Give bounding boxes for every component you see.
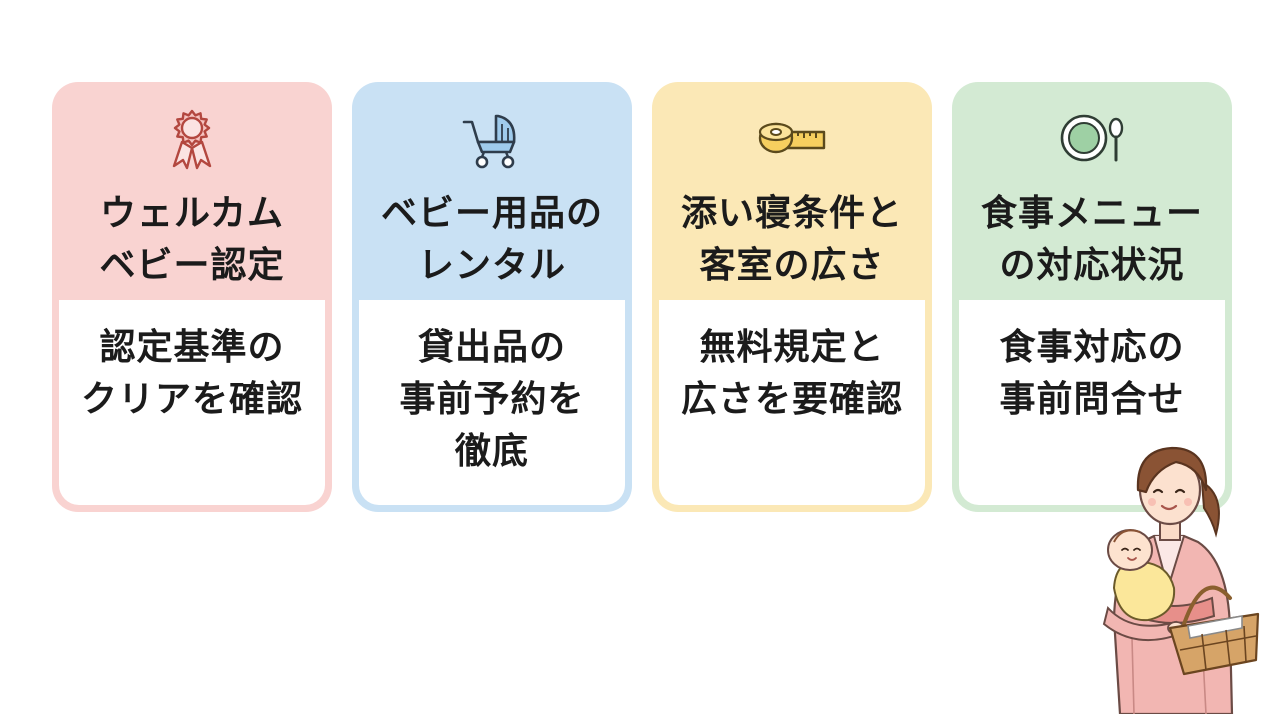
card-text: 無料規定と 広さを要確認 xyxy=(680,327,903,420)
card-welcome-baby: ウェルカム ベビー認定 認定基準の クリアを確認 xyxy=(52,82,332,512)
card-meal-menu: 食事メニュー の対応状況 食事対応の 事前問合せ xyxy=(952,82,1232,512)
card-header: 食事メニュー の対応状況 xyxy=(952,82,1232,302)
plate-spoon-icon xyxy=(1052,102,1132,172)
measuring-tape-icon xyxy=(752,102,832,172)
feature-cards: ウェルカム ベビー認定 認定基準の クリアを確認 ベビー用品 xyxy=(52,82,1232,512)
card-title: ウェルカム ベビー認定 xyxy=(99,193,285,286)
card-text: 食事対応の 事前問合せ xyxy=(999,327,1185,420)
baby-stroller-icon xyxy=(452,102,532,172)
card-body: 貸出品の 事前予約を 徹底 xyxy=(359,300,625,505)
card-text: 認定基準の クリアを確認 xyxy=(80,327,303,420)
card-text: 貸出品の 事前予約を 徹底 xyxy=(399,327,585,472)
card-header: ベビー用品の レンタル xyxy=(352,82,632,302)
card-header: ウェルカム ベビー認定 xyxy=(52,82,332,302)
award-ribbon-icon xyxy=(152,102,232,172)
card-title: 添い寝条件と 客室の広さ xyxy=(680,193,903,286)
card-co-sleeping-room: 添い寝条件と 客室の広さ 無料規定と 広さを要確認 xyxy=(652,82,932,512)
card-title: 食事メニュー の対応状況 xyxy=(980,193,1203,286)
mother-with-baby-illustration xyxy=(1092,438,1272,714)
card-baby-rental: ベビー用品の レンタル 貸出品の 事前予約を 徹底 xyxy=(352,82,632,512)
card-title: ベビー用品の レンタル xyxy=(380,193,603,286)
card-body: 認定基準の クリアを確認 xyxy=(59,300,325,505)
card-body: 無料規定と 広さを要確認 xyxy=(659,300,925,505)
card-header: 添い寝条件と 客室の広さ xyxy=(652,82,932,302)
